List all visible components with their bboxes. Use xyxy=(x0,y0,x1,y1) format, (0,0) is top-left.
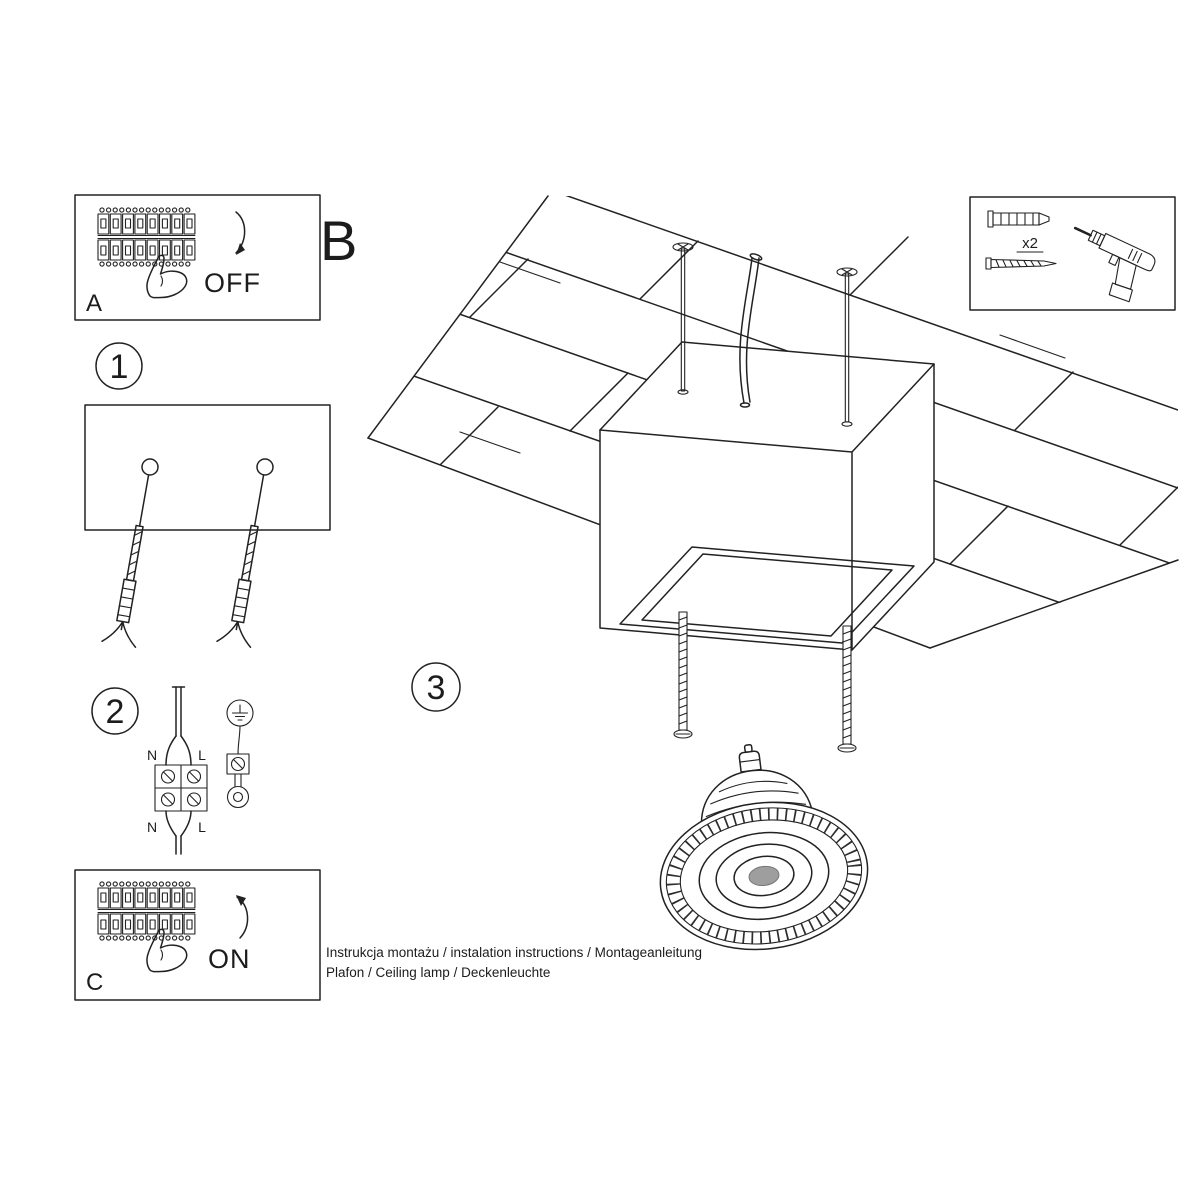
panel-a-diagram: OFF A xyxy=(74,194,321,321)
wiring-diagram: N L N L xyxy=(147,686,254,855)
svg-text:2: 2 xyxy=(106,693,125,731)
fixing-screw-right xyxy=(837,625,857,753)
neutral-label-top: N xyxy=(147,747,157,763)
bulb-lens xyxy=(733,855,795,897)
live-label-bottom: L xyxy=(198,819,206,835)
panel-a-box xyxy=(74,194,321,321)
drill-icon xyxy=(1073,226,1156,303)
lamp-box-drawing xyxy=(599,242,935,753)
fixing-screw-left xyxy=(673,611,693,739)
panel-c-label: C xyxy=(86,969,103,996)
wall-plug-icon xyxy=(987,210,1050,228)
hardware-box: x2 xyxy=(969,196,1176,311)
on-label: ON xyxy=(208,944,251,974)
bulb-drawing xyxy=(659,743,869,951)
panel-a-label: A xyxy=(86,290,102,317)
hardware-box-border xyxy=(969,196,1176,311)
ground-symbol xyxy=(226,699,254,727)
mounting-screw-right xyxy=(836,267,858,427)
footer-line-2: Plafon / Ceiling lamp / Deckenleuchte xyxy=(326,965,550,980)
ground-connector xyxy=(226,725,250,775)
terminal-block xyxy=(154,764,208,812)
svg-text:1: 1 xyxy=(110,348,129,386)
lamp-box-opening-ring xyxy=(619,546,915,644)
panel-c-box xyxy=(74,869,321,1001)
section-b-label: B xyxy=(320,209,357,272)
mounting-template-box xyxy=(84,404,331,531)
mounting-screw-left xyxy=(672,242,694,395)
step-2-badge: 2 xyxy=(91,687,139,735)
step-3-badge: 3 xyxy=(411,662,461,712)
step-1-badge: 1 xyxy=(95,342,143,390)
rotate-arrow-icon xyxy=(236,895,249,939)
anchors-diagram xyxy=(84,404,331,648)
panel-c-diagram: ON C xyxy=(74,869,321,1001)
power-cable-bottom xyxy=(165,810,192,855)
neutral-label-bottom: N xyxy=(147,819,157,835)
screw-icon xyxy=(985,257,1057,270)
hardware-quantity-label: x2 xyxy=(1022,235,1038,252)
power-cable-top xyxy=(165,686,192,766)
off-label: OFF xyxy=(204,268,261,298)
lamp-box-body xyxy=(599,341,935,651)
live-label-top: L xyxy=(198,747,206,763)
rotate-arrow-icon xyxy=(235,211,246,255)
footer-line-1: Instrukcja montażu / instalation instruc… xyxy=(326,945,702,960)
ring-terminal-icon xyxy=(226,773,250,809)
drill-point-marker xyxy=(256,458,274,476)
drill-point-marker xyxy=(141,458,159,476)
supply-wire xyxy=(739,253,763,408)
footer-text: Instrukcja montażu / instalation instruc… xyxy=(326,945,702,980)
svg-text:3: 3 xyxy=(427,669,446,707)
